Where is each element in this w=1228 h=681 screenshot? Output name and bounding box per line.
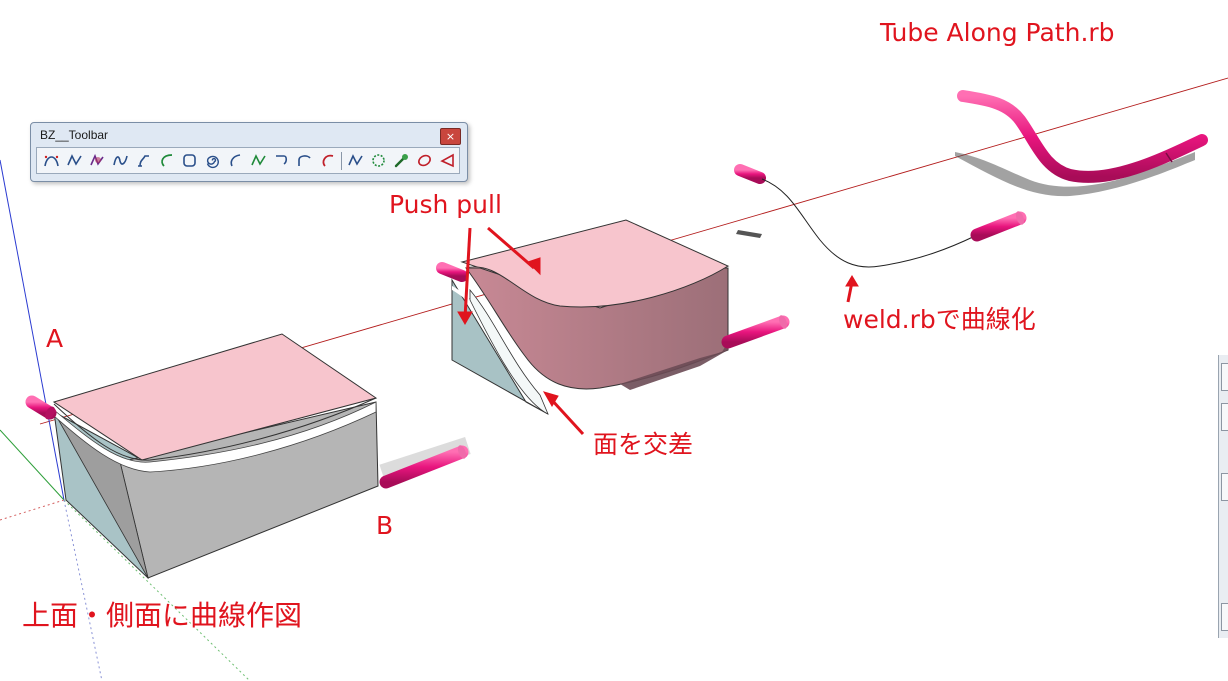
close-button[interactable]: × [440, 128, 461, 145]
panel-tab[interactable] [1221, 603, 1228, 631]
tube-mid-left[interactable] [436, 262, 468, 282]
tube-b[interactable] [379, 444, 469, 489]
tube-along-path-label: Tube Along Path.rb [880, 18, 1115, 47]
tube-mid-right[interactable] [721, 314, 790, 349]
bend-curve-icon[interactable] [293, 150, 316, 172]
toolbar-separator [341, 151, 342, 170]
final-tube[interactable] [955, 90, 1208, 197]
blue-axis [0, 159, 65, 501]
green-axis [0, 429, 65, 501]
freehand-curve-icon[interactable] [86, 150, 109, 172]
polyline-icon[interactable] [344, 150, 367, 172]
bezier-curve-icon[interactable] [40, 150, 63, 172]
red-axis-dotted [0, 499, 65, 521]
side-panel-edge[interactable] [1218, 355, 1228, 638]
bz-toolbar[interactable]: BZ__Toolbar × [30, 122, 468, 182]
triangle-icon[interactable] [436, 150, 459, 172]
open-arc-icon[interactable] [224, 150, 247, 172]
panel-tab[interactable] [1221, 473, 1228, 501]
polyline-curve-icon[interactable] [63, 150, 86, 172]
spiral-icon[interactable] [201, 150, 224, 172]
panel-tab[interactable] [1221, 403, 1228, 431]
point-a-label: A [46, 324, 64, 353]
ellipse-icon[interactable] [413, 150, 436, 172]
blue-axis-dotted [63, 499, 103, 681]
intersect-faces-label: 面を交差 [593, 430, 694, 459]
spline-curve-icon[interactable] [109, 150, 132, 172]
toolbar-button-strip [36, 147, 460, 174]
c-curve-icon[interactable] [316, 150, 339, 172]
box-a-b[interactable] [52, 333, 471, 580]
green-axis-dotted [63, 499, 251, 681]
f-spline-icon[interactable] [132, 150, 155, 172]
draw-curves-label: 上面・側面に曲線作図 [22, 599, 303, 632]
hook-curve-icon[interactable] [270, 150, 293, 172]
circle-icon[interactable] [367, 150, 390, 172]
panel-tab[interactable] [1221, 363, 1228, 391]
zigzag-curve-icon[interactable] [247, 150, 270, 172]
arc-curve-icon[interactable] [155, 150, 178, 172]
annotation-arrows [457, 226, 859, 436]
box-push-pull[interactable] [451, 219, 730, 415]
point-b-label: B [376, 511, 394, 540]
settings-wrench-icon[interactable] [390, 150, 413, 172]
tube-a[interactable] [25, 395, 57, 421]
toolbar-title: BZ__Toolbar [40, 128, 109, 142]
push-pull-label: Push pull [389, 190, 502, 219]
welded-path[interactable] [734, 164, 1027, 268]
weld-label: weld.rbで曲線化 [843, 305, 1036, 334]
rounded-rectangle-icon[interactable] [178, 150, 201, 172]
